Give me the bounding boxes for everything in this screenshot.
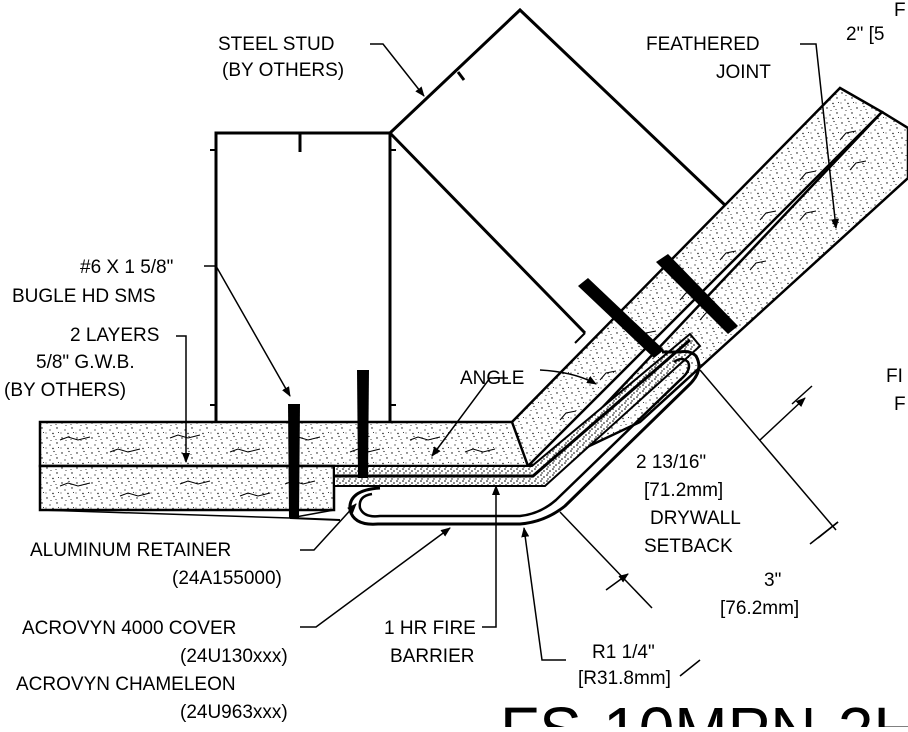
gwb-horizontal xyxy=(38,420,534,519)
feathered-joint-label-line1: FEATHERED xyxy=(646,34,760,55)
dimension-3in xyxy=(559,511,839,677)
angle-piece xyxy=(334,338,691,478)
cover-label-line2: (24U130xxx) xyxy=(180,646,288,667)
radius-label-line2: [R31.8mm] xyxy=(578,668,671,689)
screw-label-line1: #6 X 1 5/8" xyxy=(80,257,173,278)
angle-label: ANGLE xyxy=(460,368,524,389)
edge-label-right-2: F xyxy=(894,394,906,415)
dim3-label-line1: 3" xyxy=(764,570,781,591)
screw-2 xyxy=(357,370,369,478)
edge-label-top-right-1: F xyxy=(894,0,906,21)
setback-label-line2: [71.2mm] xyxy=(644,480,723,501)
steel-stud-label-line1: STEEL STUD xyxy=(218,34,335,55)
gwb-angled xyxy=(510,86,908,469)
radius-label-line1: R1 1/4" xyxy=(592,642,655,663)
screw-1 xyxy=(288,404,300,518)
model-number: FS-10MPN-2H xyxy=(500,694,908,727)
cover-label-line1: ACROVYN 4000 COVER xyxy=(22,618,236,639)
fire-barrier-label-line2: BARRIER xyxy=(390,646,474,667)
screw-4 xyxy=(656,254,738,334)
fire-barrier xyxy=(333,332,702,487)
leader-lines xyxy=(176,43,840,661)
screw-3 xyxy=(578,278,664,358)
dim3-label-line2: [76.2mm] xyxy=(720,598,799,619)
setback-label-line1: 2 13/16" xyxy=(636,452,706,473)
retainer-label-line2: (24A155000) xyxy=(172,568,282,589)
retainer-label-line1: ALUMINUM RETAINER xyxy=(30,540,231,561)
gwb-label-line3: (BY OTHERS) xyxy=(4,380,126,401)
dimension-setback xyxy=(699,369,837,531)
steel-stud-vertical xyxy=(210,131,396,421)
cover-label-line3: ACROVYN CHAMELEON xyxy=(16,674,236,695)
cover-label-line4: (24U963xxx) xyxy=(180,702,288,723)
gwb-label-line1: 2 LAYERS xyxy=(70,325,159,346)
steel-stud-angled xyxy=(388,7,730,344)
aluminum-retainer xyxy=(358,357,691,518)
setback-label-line4: SETBACK xyxy=(644,536,733,557)
screw-label-line2: BUGLE HD SMS xyxy=(12,286,156,307)
fire-barrier-label-line1: 1 HR FIRE xyxy=(384,618,476,639)
edge-label-right-1: FI xyxy=(886,366,903,387)
edge-label-top-right-2: 2" [5 xyxy=(846,24,884,45)
setback-label-line3: DRYWALL xyxy=(650,508,741,529)
steel-stud-label-line2: (BY OTHERS) xyxy=(222,60,344,81)
gwb-label-line2: 5/8" G.W.B. xyxy=(36,352,135,373)
feathered-joint-label-line2: JOINT xyxy=(716,62,771,83)
